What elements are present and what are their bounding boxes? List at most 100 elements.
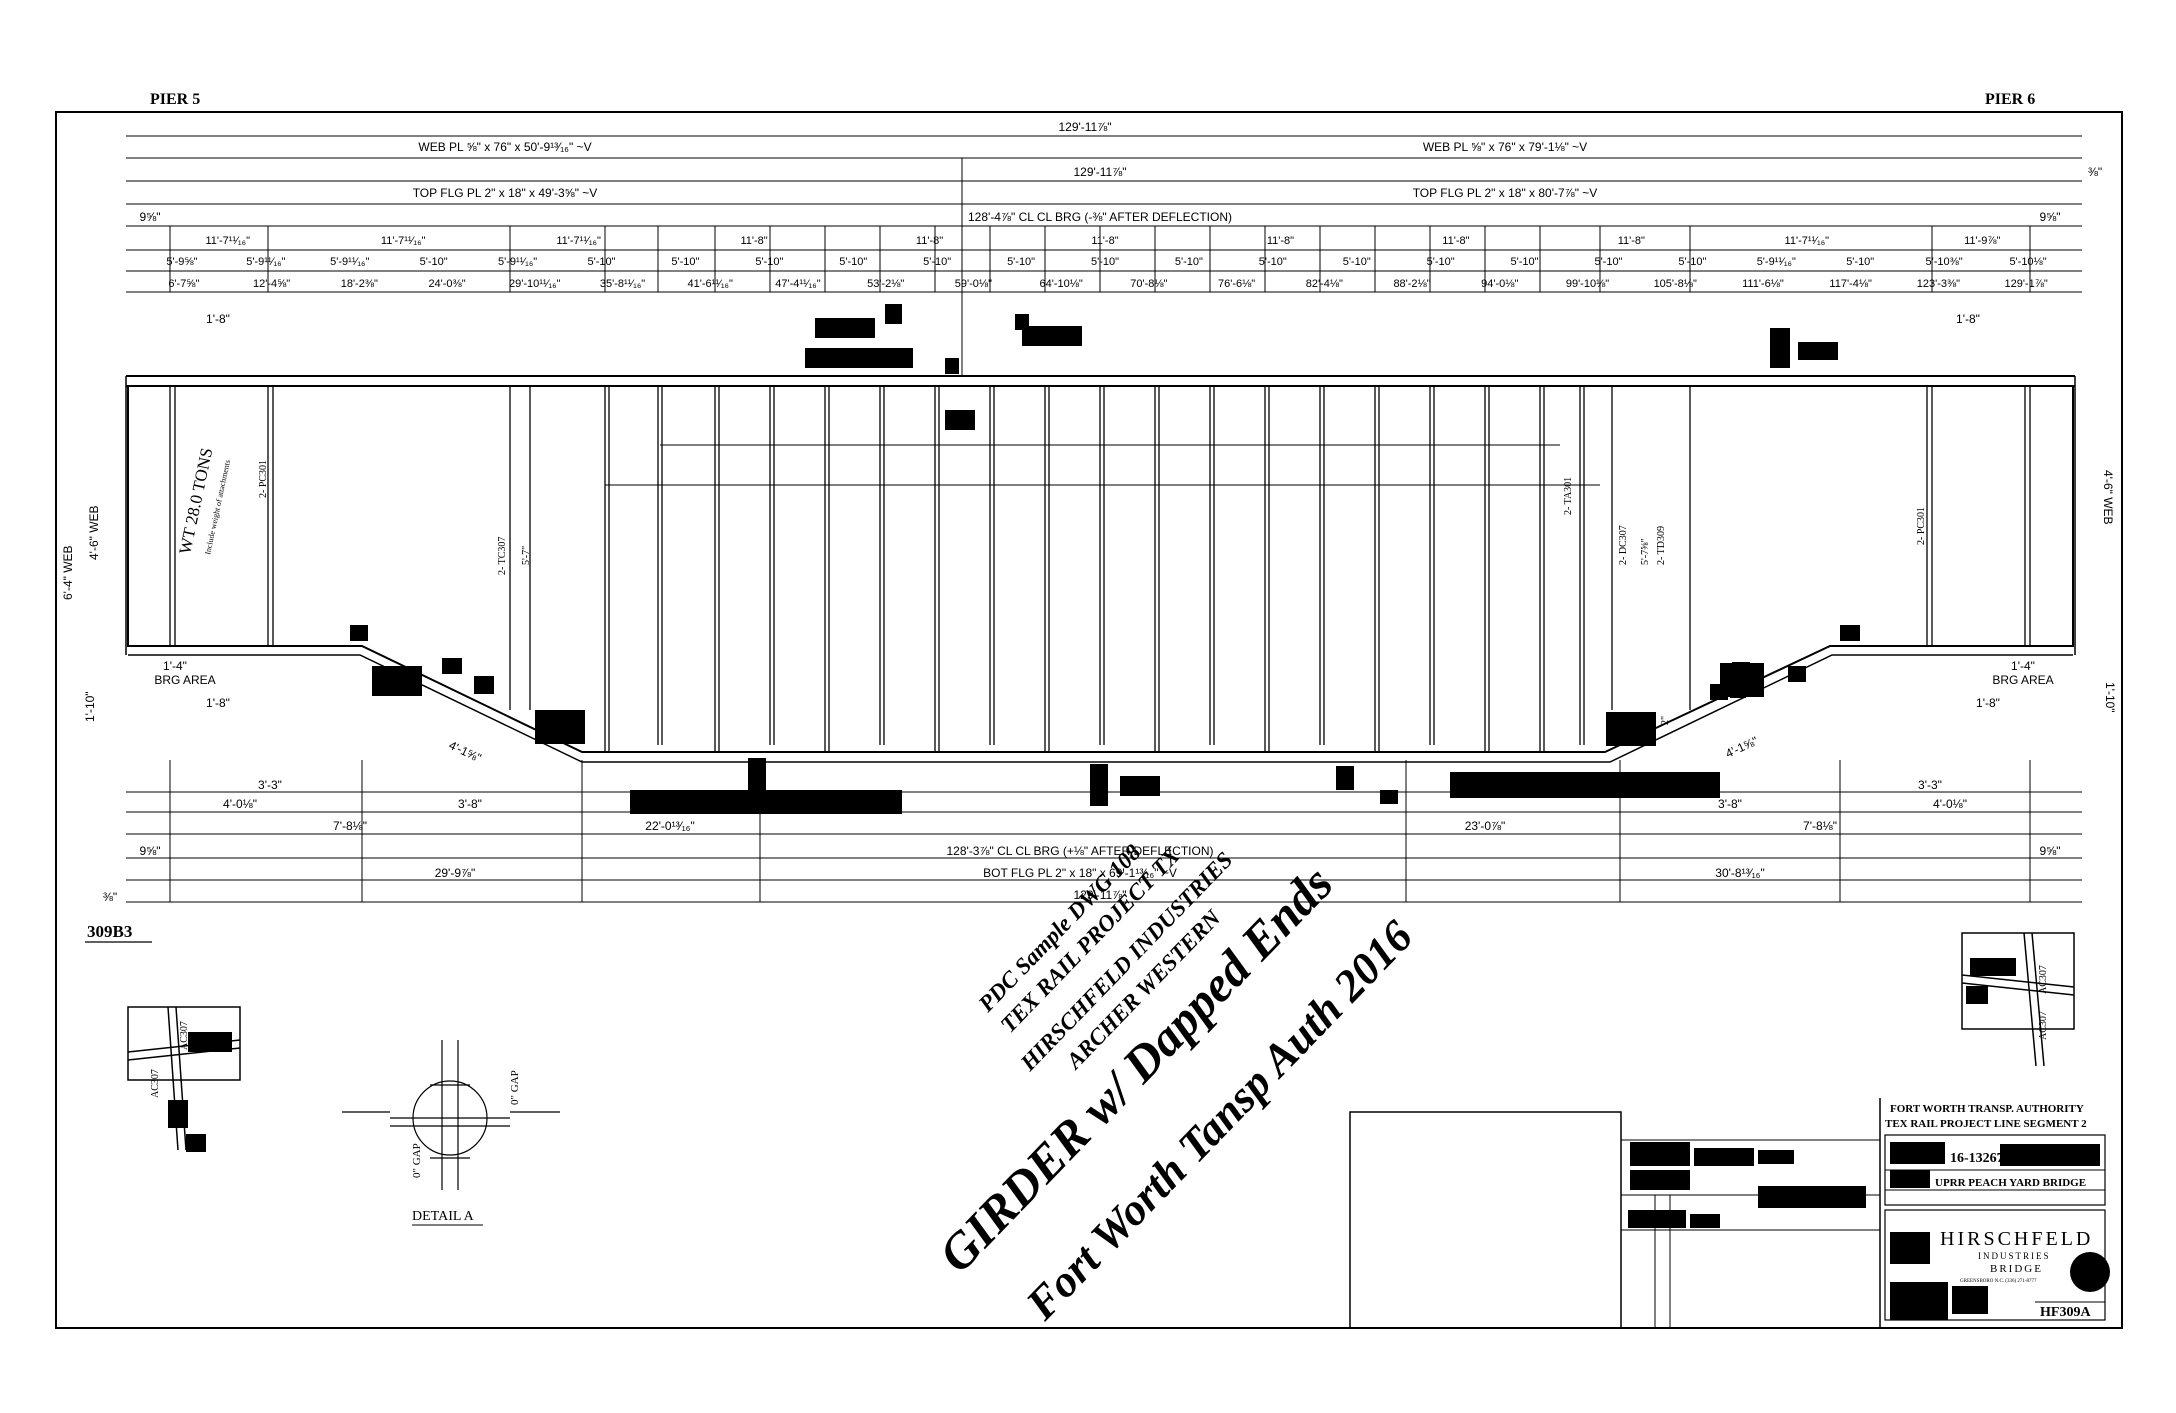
td-label: 2- TD309 [1656,526,1667,565]
dim-c-11: 70'-8⅛" [1130,278,1167,290]
dim-c-13: 82'-4⅛" [1306,278,1343,290]
stiffener-spacing-dims: 5'-9⅝"5'-9¹¹⁄₁₆"5'-9¹¹⁄₁₆"5'-10"5'-9¹¹⁄₁… [166,256,2046,268]
dim-a-10: 11'-9⅞" [1964,235,2000,247]
ac-right-tag: AC307 [2038,965,2049,994]
dim-c-8: 53'-2⅛" [867,278,904,290]
web-plate-right: WEB PL ⅝" x 76" x 79'-1⅛" ~V [1423,140,1587,154]
dim-b-18: 5'-10" [1678,256,1706,268]
tb-project: TEX RAIL PROJECT LINE SEGMENT 2 [1885,1118,2087,1130]
dim-c-14: 88'-2⅛" [1393,278,1430,290]
detail-tag-left: AC307 [179,1021,190,1050]
dim-c-4: 29'-10¹¹⁄₁₆" [509,278,561,290]
dim-b-13: 5'-10" [1259,256,1287,268]
dim-c-5: 35'-8¹¹⁄₁₆" [600,278,645,290]
dim-b-6: 5'-10" [671,256,699,268]
low-dim-left: 1'-8" [206,696,230,710]
dim-b-7: 5'-10" [755,256,783,268]
callout-arrows [605,444,1600,486]
dim-c-19: 117'-4⅛" [1829,278,1872,290]
bdim-r1: 3'-3" [1918,778,1942,792]
dim-b-15: 5'-10" [1427,256,1455,268]
end-dim-right: 9⅝" [2040,210,2061,224]
brg-left-dim: 1'-4" [163,659,187,673]
brg-right-area: BRG AREA [1992,673,2053,687]
dim-b-14: 5'-10" [1343,256,1371,268]
bdim-l2: 4'-0⅛" [223,797,257,811]
stiffener-dim-right: 1'-8" [1956,312,1980,326]
detail-gap-left: 0" GAP [411,1143,423,1178]
bdim-end-right: 9⅝" [2040,844,2061,858]
dim-b-20: 5'-10" [1846,256,1874,268]
detail-a-title: DETAIL A [412,1209,475,1224]
tb-job: 16-13267H03 [1950,1151,2029,1166]
tb-bridge: UPRR PEACH YARD BRIDGE [1935,1177,2086,1189]
overall-dim-2: 129'-11⅞" [1073,165,1126,179]
dim-c-15: 94'-0⅛" [1481,278,1518,290]
stiffener-pair-dims: 11'-7¹¹⁄₁₆" 11'-7¹¹⁄₁₆" 11'-7¹¹⁄₁₆" 11'-8" 1… [205,235,2000,247]
dim-b-4: 5'-9¹¹⁄₁₆" [498,256,537,268]
bdim-r4: 7'-8⅛" [1803,819,1837,833]
right-web-dim: 4'-6" WEB [2101,470,2115,525]
dim-a-3: 11'-8" [740,235,767,247]
dim-b-10: 5'-10" [1007,256,1035,268]
dim-c-12: 76'-6⅛" [1218,278,1255,290]
dim-a-1: 11'-7¹¹⁄₁₆" [381,235,426,247]
dc-label: 2- DC307 [1618,525,1629,565]
taper-dim-right: 4'-1⅝" [1723,734,1760,761]
stiffener-dim-left: 1'-8" [206,312,230,326]
dim-b-17: 5'-10" [1594,256,1622,268]
title-block-redactions [1628,1142,2110,1320]
dim-b-22: 5'-10⅛" [2009,256,2046,268]
brg-left-area: BRG AREA [154,673,215,687]
dim-a-4: 11'-8" [916,235,943,247]
cumulative-dims: 6'-7⅝"12'-4⅝"18'-2⅜"24'-0⅜"29'-10¹¹⁄₁₆"3… [168,278,2048,290]
tb-company: HIRSCHFELD [1940,1228,2093,1250]
title-block [1349,1098,2106,1329]
right-dap-dim: 1'-10" [2103,682,2117,713]
dim-b-5: 5'-10" [588,256,616,268]
bdim-l3: 3'-8" [458,797,482,811]
tb-industries: INDUSTRIES [1978,1251,2051,1261]
dim-c-6: 41'-6¹¹⁄₁₆" [688,278,733,290]
pier-right-label: PIER 6 [1985,91,2035,108]
web-plate-left: WEB PL ⅝" x 76" x 50'-9¹³⁄₁₆" ~V [418,140,591,154]
dim-b-2: 5'-9¹¹⁄₁₆" [330,256,369,268]
dim-c-20: 123'-3⅜" [1917,278,1960,290]
redaction [186,1134,206,1152]
connection-detail-right [1961,932,2075,1067]
dim-a-5: 11'-8" [1091,235,1118,247]
tb-division: BRIDGE [1990,1263,2043,1275]
bdim-r3: 3'-8" [1718,797,1742,811]
dim-a-2: 11'-7¹¹⁄₁₆" [556,235,601,247]
dim-c-0: 6'-7⅝" [168,278,199,290]
brg-right-dim: 1'-4" [2011,659,2035,673]
web-outline [127,386,2074,753]
top-flange-right: TOP FLG PL 2" x 18" x 80'-7⅞" ~V [1413,186,1598,200]
tb-dwg-number: HF309A [2040,1305,2091,1320]
ta-label: 2- TA301 [1563,477,1574,515]
left-web-dim: 4'-6" WEB [87,505,101,560]
watermark: PDC Sample DWG 108 TEX RAIL PROJECT TX H… [928,839,1423,1329]
left-dap-dim: 1'-10" [83,691,97,722]
dim-b-21: 5'-10⅜" [1926,256,1963,268]
bdim-bot-flange: BOT FLG PL 2" x 18" x 69'-1¹³⁄₁₆" ~V [983,866,1177,880]
dim-c-2: 18'-2⅜" [341,278,378,290]
detail-a-graphic [342,1040,560,1190]
detail-gap-top: 0" GAP [509,1070,521,1105]
tc-dim: 5'-7" [521,546,532,565]
bdim-l4: 7'-8⅛" [333,819,367,833]
dim-a-9: 11'-7¹¹⁄₁₆" [1785,235,1830,247]
dim-b-1: 5'-9¹¹⁄₁₆" [246,256,285,268]
dim-c-21: 129'-1⅞" [2004,278,2047,290]
dim-b-12: 5'-10" [1175,256,1203,268]
dim-a-0: 11'-7¹¹⁄₁₆" [205,235,250,247]
tb-address: GREENSBORO N.C. (336) 271-8777 [1960,1279,2037,1284]
bdim-cl-brg: 128'-3⅞" CL CL BRG (+⅛" AFTER DEFLECTION… [947,844,1214,858]
dim-b-19: 5'-9¹¹⁄₁₆" [1757,256,1796,268]
redaction [1966,986,1988,1004]
bdim-edge: ⅜" [103,890,117,904]
bdim-r5: 23'-0⅞" [1465,819,1506,833]
bdim-l5: 22'-0¹³⁄₁₆" [645,819,694,833]
dim-b-9: 5'-10" [923,256,951,268]
